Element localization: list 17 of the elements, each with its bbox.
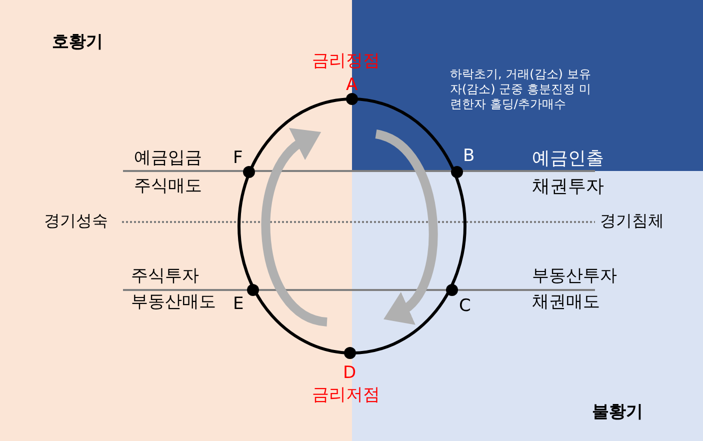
point-caption: 부동산투자 [532,265,617,287]
point-caption: 채권투자 [532,175,604,198]
phase-title: 불황기 [592,401,643,423]
point-letter: F [233,148,243,168]
point-letter: C [459,296,471,316]
point-caption: 예금인출 [532,147,604,170]
phase-note: 하락초기, 거래(감소) 보유자(감소) 군중 흥분진정 미련한자 홀딩/추가매수 [450,67,592,112]
point-caption: 주식투자 [131,265,199,287]
point-letter: E [233,294,244,314]
point-caption: 채권매도 [532,291,600,313]
point-caption: 주식매도 [134,175,202,197]
phase-title: 호황기 [52,31,103,53]
point-caption: 예금입금 [134,147,202,169]
point-caption: 금리저점 [312,384,380,406]
point-letter: D [343,363,356,383]
point-caption: 부동산매도 [131,291,216,313]
point-letter: B [463,146,475,166]
